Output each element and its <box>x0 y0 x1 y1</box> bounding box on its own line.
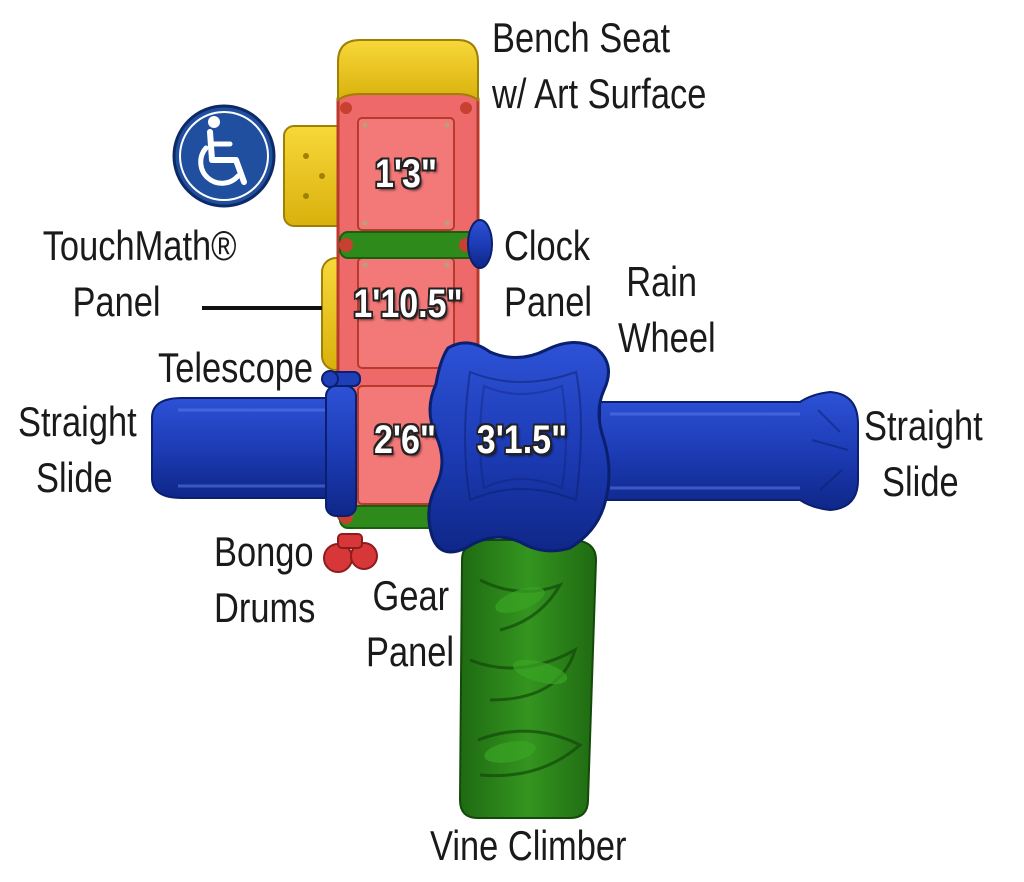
bongo-drums-label: Bongo Drums <box>214 528 316 631</box>
rain-wheel-label: Rain Wheel <box>618 258 716 361</box>
clock-panel-label: Clock Panel <box>504 222 593 325</box>
clock-panel-shape <box>467 219 493 269</box>
telescope-label: Telescope <box>158 344 314 391</box>
vine-climber-label: Vine Climber <box>430 822 627 869</box>
touchmath-label: TouchMath® Panel <box>42 222 237 325</box>
bench-seat-shape <box>337 39 479 102</box>
deck-lower-height: 2'6" <box>373 418 437 462</box>
roof-shape <box>427 341 611 554</box>
deck-tower <box>336 90 480 529</box>
blue-post-left <box>325 385 357 517</box>
roof-height: 3'1.5" <box>476 418 568 462</box>
wheelchair-icon <box>172 104 276 208</box>
straight-slide-right-shape <box>599 390 859 512</box>
bongo-drums-shape <box>323 533 378 573</box>
gear-panel-label: Gear Panel <box>366 572 455 675</box>
deck-top-height: 1'3" <box>374 152 438 196</box>
bench-seat-label: Bench Seat w/ Art Surface <box>492 14 707 117</box>
straight-slide-right-label: Straight Slide <box>864 402 983 505</box>
telescope-shape <box>321 370 361 388</box>
vine-climber-shape <box>458 539 598 819</box>
straight-slide-left-label: Straight Slide <box>18 398 137 501</box>
deck-middle-height: 1'10.5" <box>353 282 463 326</box>
straight-slide-left-shape <box>151 397 331 499</box>
